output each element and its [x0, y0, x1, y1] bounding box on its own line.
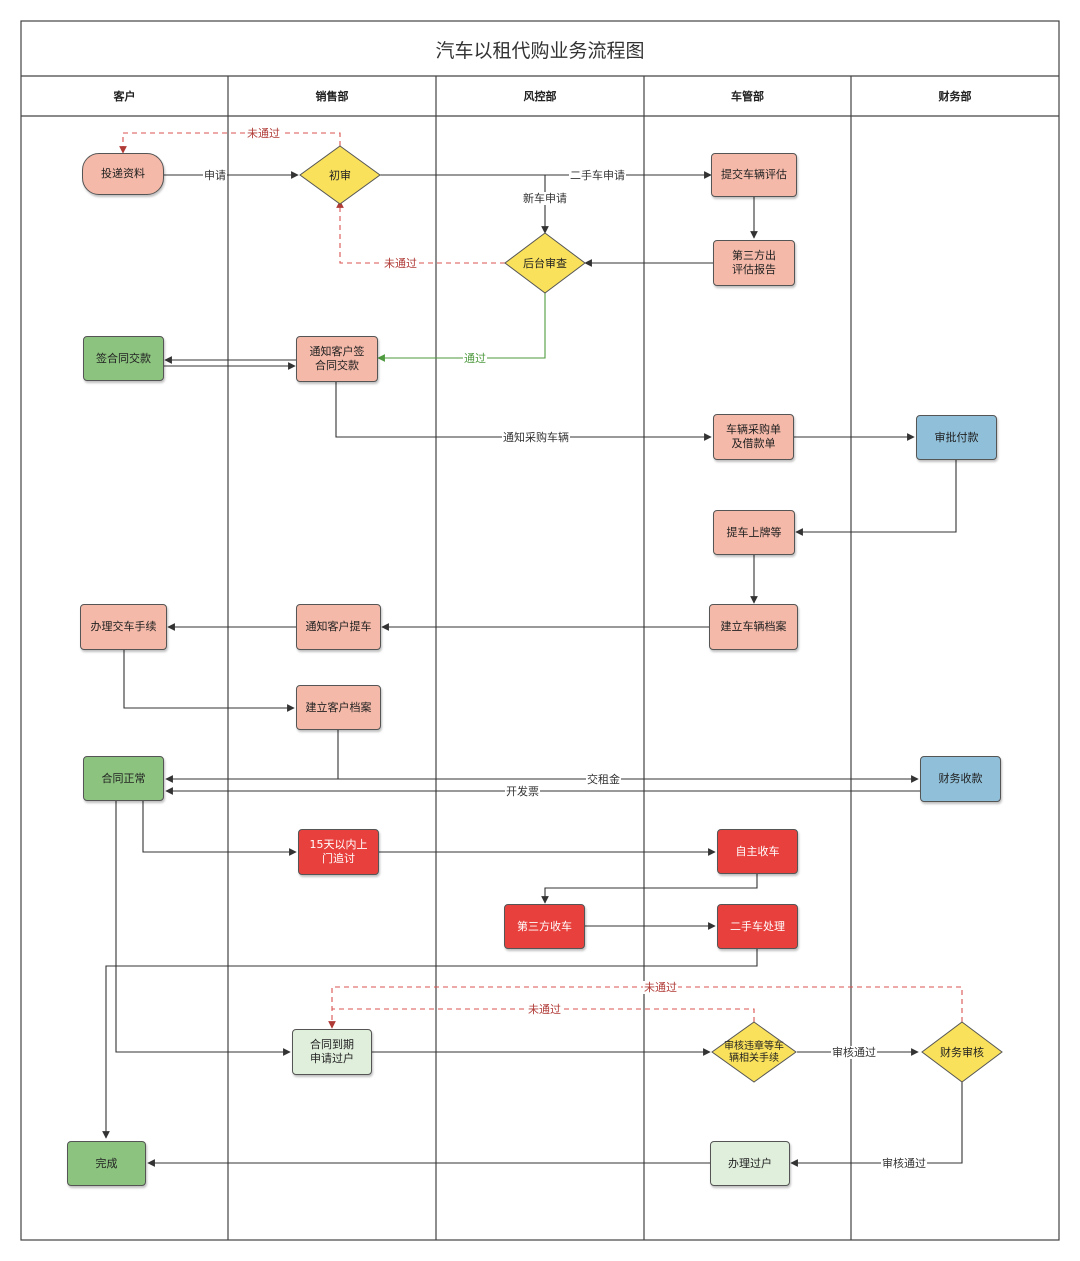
- edge-customer-file-to-normal: [165, 730, 339, 783]
- node-purchase-order: 车辆采购单 及借款单: [713, 414, 794, 460]
- label-apply: 申请: [203, 169, 227, 182]
- edge-not-passed-backend: [336, 200, 505, 264]
- node-contract-expire: 合同到期 申请过户: [292, 1029, 372, 1075]
- node-done: 完成: [67, 1141, 146, 1186]
- label-invoice: 开发票: [505, 785, 540, 798]
- node-notify-pickup: 通知客户提车: [296, 604, 381, 650]
- edge-approve-to-pickup: [795, 460, 957, 536]
- review-violations-diamond: [711, 1021, 797, 1083]
- node-notify-sign: 通知客户签 合同交款: [296, 336, 378, 382]
- edge-not-passed-finance: [328, 986, 963, 1029]
- node-pickup-plate: 提车上牌等: [713, 510, 795, 555]
- node-handle-transfer: 办理过户: [710, 1141, 790, 1186]
- label-not-passed-1: 未通过: [246, 127, 281, 140]
- node-initial-review: 初审: [329, 168, 351, 182]
- edge-delivery-to-customer-file: [123, 650, 295, 712]
- label-review-passed-1: 审核通过: [831, 1046, 877, 1059]
- node-handle-delivery: 办理交车手续: [80, 604, 167, 650]
- edge-self-to-third: [541, 874, 758, 904]
- label-notify-purchase: 通知采购车辆: [502, 431, 570, 444]
- lane-finance: 财务部: [938, 90, 972, 103]
- edge-finance-to-transfer: [790, 1082, 963, 1167]
- edge-normal-to-expire: [115, 801, 291, 1056]
- finance-review-diamond: [921, 1021, 1003, 1083]
- edges: [102, 171, 963, 1167]
- edge-normal-to-visit: [142, 801, 297, 856]
- fail-edges: [119, 132, 963, 1029]
- label-not-passed-4: 未通过: [527, 1003, 562, 1016]
- node-third-party-collect: 第三方收车: [504, 904, 585, 949]
- label-pay-rent: 交租金: [586, 773, 621, 786]
- node-self-collect: 自主收车: [717, 829, 798, 874]
- label-used-car-apply: 二手车申请: [569, 169, 626, 182]
- node-third-party-report: 第三方出 评估报告: [713, 240, 795, 286]
- label-passed: 通过: [463, 352, 487, 365]
- frame: [20, 20, 1060, 1241]
- edge-not-passed-review: [332, 1008, 755, 1022]
- node-submit-eval: 提交车辆评估: [711, 153, 797, 197]
- lane-sales: 销售部: [315, 90, 349, 103]
- label-new-car-apply: 新车申请: [522, 192, 568, 205]
- initial-review-diamond: [299, 145, 381, 205]
- label-not-passed-2: 未通过: [383, 257, 418, 270]
- lane-vehicle: 车管部: [731, 90, 764, 103]
- node-used-car-process: 二手车处理: [717, 904, 798, 949]
- node-create-vehicle-file: 建立车辆档案: [709, 604, 798, 650]
- node-finance-review: 财务审核: [940, 1045, 984, 1059]
- node-visit-15days: 15天以内上 门追讨: [298, 829, 379, 875]
- backend-review-diamond: [504, 232, 586, 294]
- node-sign-contract: 签合同交款: [83, 336, 164, 381]
- node-create-customer-file: 建立客户档案: [296, 685, 381, 730]
- edge-passed: [377, 293, 546, 362]
- edge-used-to-done: [102, 948, 758, 1139]
- node-review-violations: 审核违章等车 辆相关手续: [724, 1041, 784, 1064]
- node-contract-normal: 合同正常: [83, 756, 164, 801]
- edge-notify-purchase: [335, 382, 712, 441]
- node-backend-review: 后台审查: [523, 256, 567, 270]
- node-finance-collect: 财务收款: [920, 756, 1001, 802]
- lane-customer: 客户: [113, 90, 136, 103]
- node-approve-pay: 审批付款: [916, 415, 997, 460]
- lane-risk: 风控部: [523, 90, 557, 103]
- diamonds: [299, 145, 1003, 1083]
- edge-not-passed-initial: [119, 132, 341, 154]
- page-title: 汽车以租代购业务流程图: [435, 39, 645, 62]
- node-submit-docs: 投递资料: [82, 153, 164, 195]
- label-review-passed-2: 审核通过: [881, 1157, 927, 1170]
- label-not-passed-3: 未通过: [643, 981, 678, 994]
